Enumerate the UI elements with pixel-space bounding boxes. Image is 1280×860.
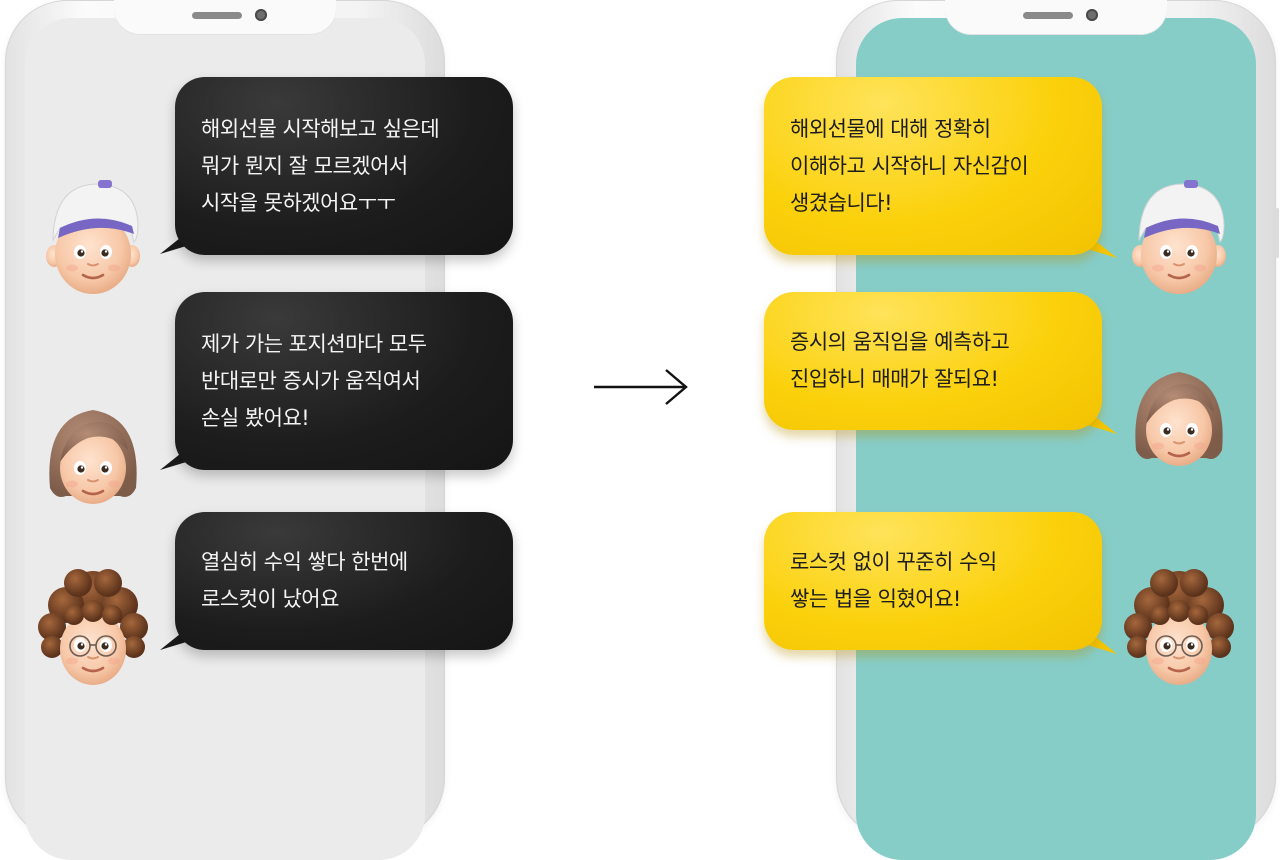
speaker-icon — [1023, 12, 1073, 19]
boy-cap-avatar — [1124, 172, 1234, 297]
curly-glasses-avatar — [38, 565, 148, 690]
woman-bob-avatar — [1124, 350, 1234, 475]
curly-glasses-avatar — [1124, 565, 1234, 690]
boy-cap-avatar — [38, 172, 148, 297]
message-bubble-left-3: 열심히 수익 쌓다 한번에 로스컷이 났어요 — [175, 512, 513, 650]
arrow-right-icon — [594, 369, 688, 405]
message-bubble-right-2: 증시의 움직임을 예측하고 진입하니 매매가 잘되요! — [764, 292, 1102, 430]
phone-side-button — [1275, 208, 1279, 258]
phone-notch — [114, 0, 336, 34]
phone-notch — [945, 0, 1167, 34]
camera-icon — [1086, 9, 1098, 21]
message-bubble-left-2: 제가 가는 포지션마다 모두 반대로만 증시가 움직여서 손실 봤어요! — [175, 292, 513, 470]
message-bubble-right-1: 해외선물에 대해 정확히 이해하고 시작하니 자신감이 생겼습니다! — [764, 77, 1102, 255]
camera-icon — [255, 9, 267, 21]
message-bubble-right-3: 로스컷 없이 꾸준히 수익 쌓는 법을 익혔어요! — [764, 512, 1102, 650]
speaker-icon — [192, 12, 242, 19]
woman-bob-avatar — [38, 388, 148, 513]
message-bubble-left-1: 해외선물 시작해보고 싶은데 뭐가 뭔지 잘 모르겠어서 시작을 못하겠어요ㅜㅜ — [175, 77, 513, 255]
